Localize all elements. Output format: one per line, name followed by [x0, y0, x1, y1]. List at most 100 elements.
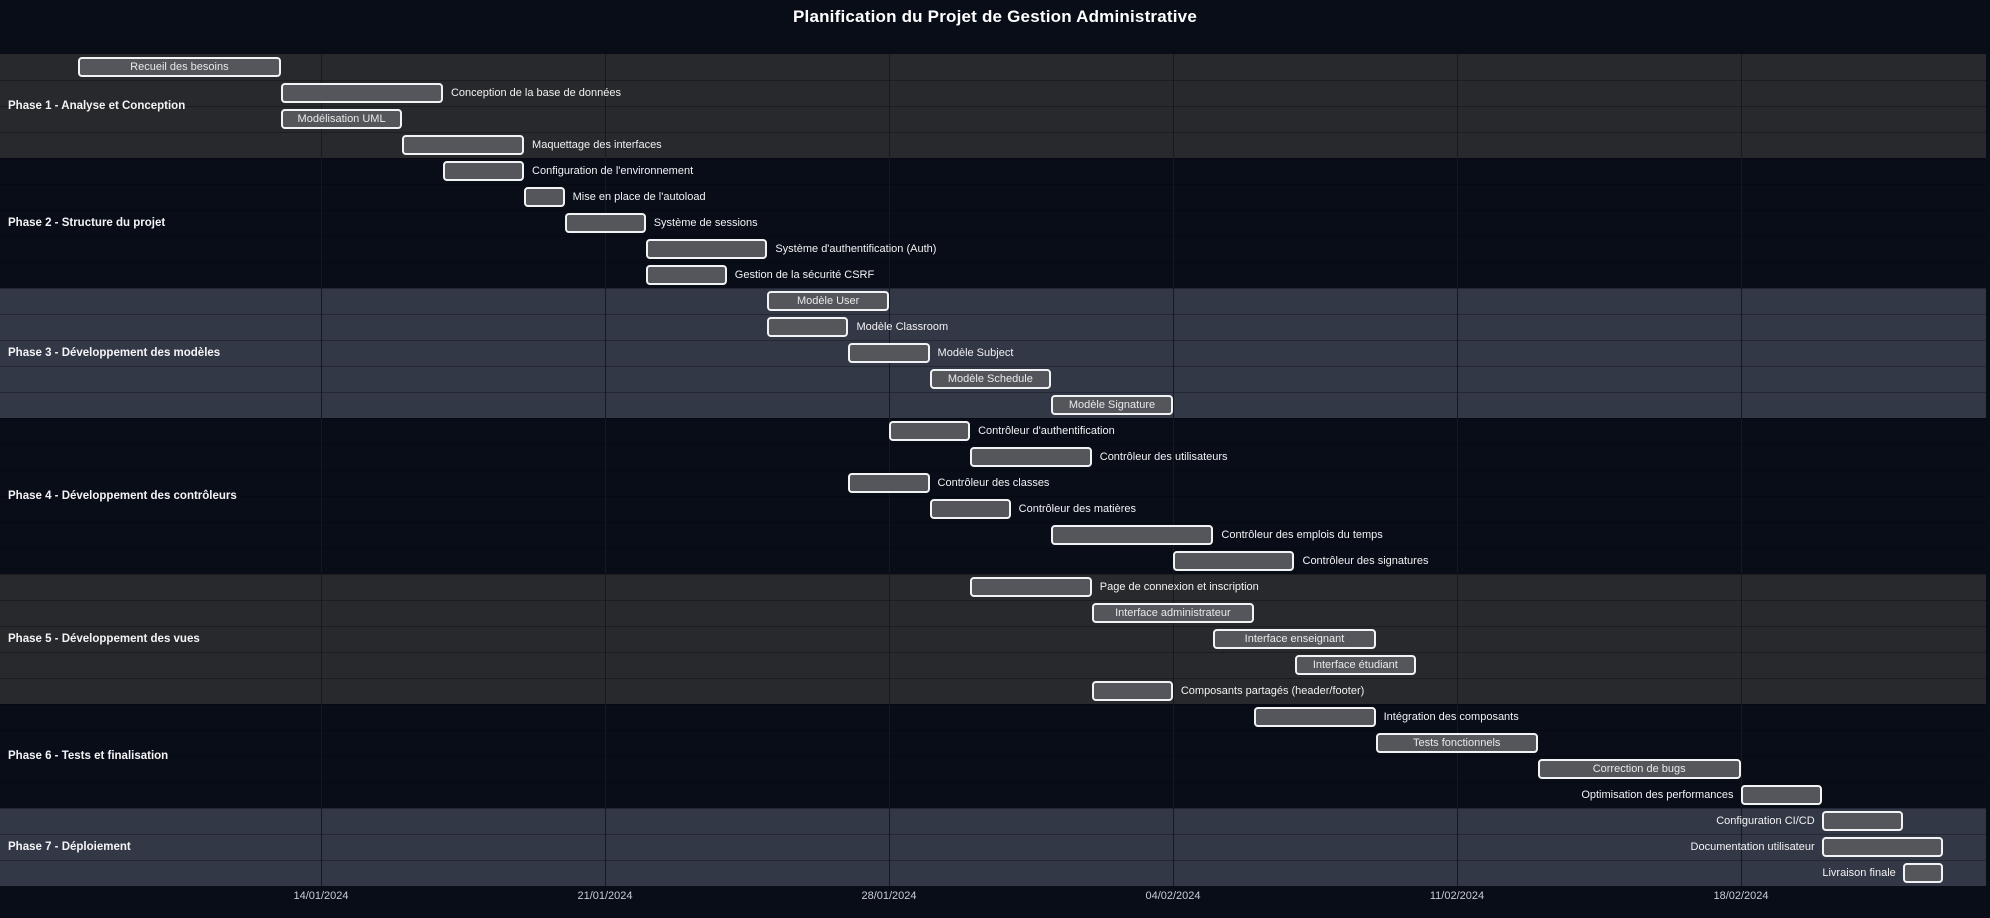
task-label: Composants partagés (header/footer) — [1180, 685, 1365, 697]
task-label: Recueil des besoins — [130, 61, 229, 73]
task-bar — [442, 161, 525, 181]
task-bar: Modèle Schedule — [929, 369, 1052, 389]
axis-tick-label: 04/02/2024 — [1145, 890, 1201, 902]
task-label: Contrôleur des signatures — [1302, 555, 1429, 567]
section-label: Phase 2 - Structure du projet — [8, 217, 166, 229]
row-divider — [0, 522, 1986, 523]
task-label: Modèle Signature — [1068, 399, 1156, 411]
task-bar: Modélisation UML — [280, 109, 403, 129]
task-bar: Modèle User — [767, 291, 889, 311]
row-divider — [0, 756, 1986, 757]
task-label: Système d'authentification (Auth) — [775, 243, 937, 255]
row-divider — [0, 262, 1986, 263]
row-divider — [0, 210, 1986, 211]
task-label: Configuration CI/CD — [1716, 815, 1815, 827]
row-divider — [0, 132, 1986, 133]
section-label: Phase 7 - Déploiement — [8, 841, 131, 853]
task-bar — [1253, 707, 1376, 727]
task-bar: Tests fonctionnels — [1375, 733, 1538, 753]
row-divider — [0, 392, 1986, 393]
grid-line-vertical — [321, 54, 322, 886]
section-label: Phase 6 - Tests et finalisation — [8, 750, 169, 762]
row-divider — [0, 704, 1986, 705]
task-bar — [1172, 551, 1295, 571]
task-bar — [970, 447, 1092, 467]
axis-tick-label: 14/01/2024 — [293, 890, 349, 902]
task-label: Interface étudiant — [1312, 659, 1398, 671]
task-bar — [564, 213, 646, 233]
task-bar — [524, 187, 565, 207]
task-bar — [402, 135, 525, 155]
axis-tick-label: 21/01/2024 — [577, 890, 633, 902]
row-divider — [0, 106, 1986, 107]
section-band — [0, 808, 1986, 886]
task-bar — [645, 265, 727, 285]
task-bar — [970, 577, 1092, 597]
task-label: Correction de bugs — [1592, 763, 1686, 775]
row-divider — [0, 782, 1986, 783]
task-bar — [1051, 525, 1214, 545]
row-divider — [0, 834, 1986, 835]
row-divider — [0, 808, 1986, 809]
section-label: Phase 4 - Développement des contrôleurs — [8, 490, 237, 502]
task-label: Tests fonctionnels — [1412, 737, 1501, 749]
task-label: Contrôleur des classes — [937, 477, 1050, 489]
axis-tick-label: 18/02/2024 — [1713, 890, 1769, 902]
axis-tick-label: 28/01/2024 — [861, 890, 917, 902]
axis-tick-label: 11/02/2024 — [1429, 890, 1485, 902]
task-label: Contrôleur des utilisateurs — [1099, 451, 1228, 463]
row-divider — [0, 626, 1986, 627]
section-label: Phase 1 - Analyse et Conception — [8, 100, 186, 112]
task-label: Contrôleur d'authentification — [978, 425, 1115, 437]
task-bar — [848, 343, 930, 363]
task-bar: Interface étudiant — [1294, 655, 1417, 675]
row-divider — [0, 80, 1986, 81]
row-divider — [0, 184, 1986, 185]
row-divider — [0, 652, 1986, 653]
task-bar — [1740, 785, 1822, 805]
section-band — [0, 288, 1986, 418]
chart-title: Planification du Projet de Gestion Admin… — [792, 7, 1197, 26]
task-label: Modèle User — [796, 295, 860, 307]
grid-line-vertical — [889, 54, 890, 886]
grid-line-vertical — [605, 54, 606, 886]
task-bar — [1091, 681, 1173, 701]
task-label: Conception de la base de données — [450, 87, 621, 99]
task-bar — [280, 83, 443, 103]
task-bar — [848, 473, 930, 493]
task-label: Modélisation UML — [297, 113, 386, 125]
task-label: Contrôleur des matières — [1018, 503, 1137, 515]
row-divider — [0, 496, 1986, 497]
row-divider — [0, 444, 1986, 445]
task-label: Page de connexion et inscription — [1099, 581, 1259, 593]
row-divider — [0, 600, 1986, 601]
task-bar — [929, 499, 1011, 519]
task-bar: Recueil des besoins — [78, 57, 281, 77]
row-divider — [0, 314, 1986, 315]
row-divider — [0, 678, 1986, 679]
grid-line-vertical — [1741, 54, 1742, 886]
row-divider — [0, 470, 1986, 471]
task-label: Modèle Schedule — [947, 373, 1033, 385]
task-bar — [645, 239, 768, 259]
task-bar: Correction de bugs — [1537, 759, 1741, 779]
task-bar — [767, 317, 849, 337]
row-divider — [0, 236, 1986, 237]
task-bar — [889, 421, 971, 441]
row-divider — [0, 340, 1986, 341]
task-bar — [1902, 863, 1944, 883]
task-label: Modèle Classroom — [856, 321, 949, 333]
row-divider — [0, 158, 1986, 159]
task-bar: Interface administrateur — [1091, 603, 1254, 623]
task-label: Livraison finale — [1822, 867, 1896, 879]
task-label: Mise en place de l'autoload — [572, 191, 706, 203]
task-label: Intégration des composants — [1383, 711, 1519, 723]
task-label: Maquettage des interfaces — [532, 139, 662, 151]
task-bar — [1821, 811, 1903, 831]
task-bar: Modèle Signature — [1051, 395, 1173, 415]
